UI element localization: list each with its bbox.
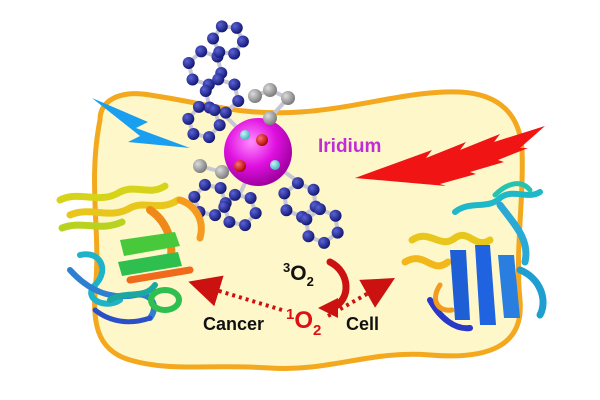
protein-ribbon-left xyxy=(56,182,205,325)
curved-red-arrow-head xyxy=(318,298,338,318)
carbon-atom xyxy=(232,95,245,108)
carbon-atom xyxy=(209,209,222,222)
carbon-atom xyxy=(331,226,344,239)
nitrogen-atom xyxy=(270,160,280,170)
carbon-atom xyxy=(249,207,262,220)
singlet-oxygen-label: 1O2 xyxy=(286,306,321,339)
carbon-atom xyxy=(187,127,200,140)
carbon-atom xyxy=(329,209,342,222)
carbon-atom xyxy=(300,213,313,226)
carbon-atom-gray xyxy=(281,91,295,105)
carbon-atom-gray xyxy=(248,89,262,103)
carbon-atom-gray xyxy=(215,165,229,179)
carbon-atom xyxy=(223,215,236,228)
carbon-atom xyxy=(291,177,304,190)
carbon-atom xyxy=(208,104,221,117)
carbon-atom xyxy=(186,73,199,86)
protein-ribbon-right xyxy=(401,181,547,332)
carbon-atom-gray xyxy=(263,83,277,97)
carbon-atom xyxy=(207,32,220,45)
iridium-complex-ball-and-stick xyxy=(182,20,344,249)
cancer-label: Cancer xyxy=(203,314,264,334)
carbon-atom xyxy=(192,100,205,113)
carbon-atom xyxy=(213,46,226,59)
dotted-arrow-to-right-protein xyxy=(327,278,395,318)
carbon-atom xyxy=(182,56,195,69)
carbon-atom xyxy=(228,188,241,201)
carbon-atom xyxy=(199,84,212,97)
blue-lightning-bolt-icon xyxy=(92,98,190,148)
carbon-atom-gray xyxy=(263,111,277,125)
carbon-atom xyxy=(244,192,257,205)
carbon-atom xyxy=(239,219,252,232)
carbon-atom xyxy=(218,200,231,213)
dotted-arrow-to-left-protein xyxy=(188,275,283,312)
carbon-atom xyxy=(219,106,232,119)
carbon-atom xyxy=(198,178,211,191)
carbon-atom xyxy=(228,47,241,60)
red-lightning-bolt-icon xyxy=(355,126,545,186)
carbon-atom xyxy=(230,21,243,34)
carbon-atom xyxy=(307,183,320,196)
cell-label: Cell xyxy=(346,314,379,334)
oxygen-atom xyxy=(234,160,246,172)
triplet-superscript: 3 xyxy=(283,260,290,275)
carbon-atom xyxy=(214,182,227,195)
carbon-atom xyxy=(182,112,195,125)
carbon-atom xyxy=(188,190,201,203)
iridium-atom xyxy=(224,118,292,186)
carbon-atom xyxy=(215,20,228,33)
triplet-base: O xyxy=(290,262,306,285)
triplet-subscript: 2 xyxy=(307,274,314,289)
singlet-subscript: 2 xyxy=(313,322,321,339)
nitrogen-atom xyxy=(240,130,250,140)
carbon-atom xyxy=(280,204,293,217)
metal-label: Iridium xyxy=(318,136,381,157)
carbon-atom xyxy=(313,203,326,216)
carbon-atom xyxy=(203,131,216,144)
carbon-atom xyxy=(318,236,331,249)
oxygen-atom xyxy=(256,134,268,146)
carbon-atom-gray xyxy=(193,159,207,173)
singlet-base: O xyxy=(294,307,313,334)
triplet-oxygen-label: 3O2 xyxy=(283,260,314,289)
carbon-atom xyxy=(228,78,241,91)
carbon-atom xyxy=(278,187,291,200)
carbon-atom xyxy=(302,230,315,243)
singlet-superscript: 1 xyxy=(286,306,294,323)
carbon-atom xyxy=(195,45,208,58)
carbon-atom xyxy=(212,73,225,86)
carbon-atom xyxy=(213,119,226,132)
carbon-atom xyxy=(236,35,249,48)
